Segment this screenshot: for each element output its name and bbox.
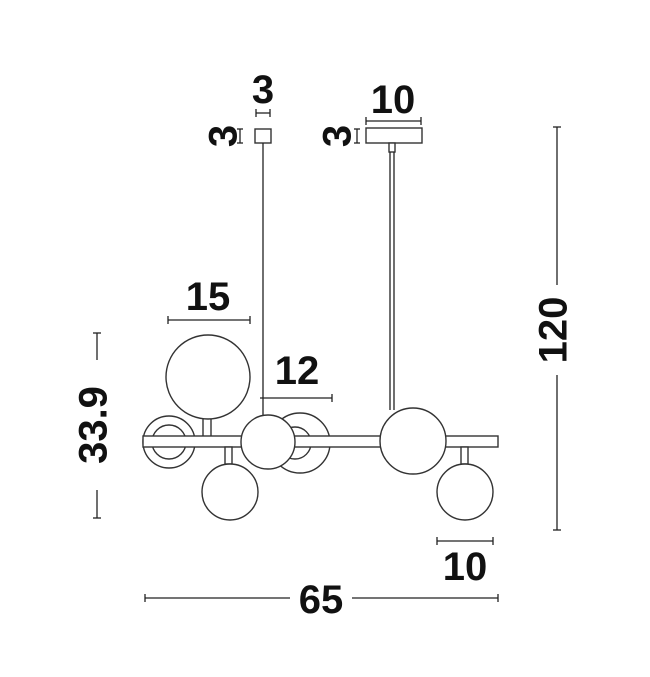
total-width-label: 65 (299, 578, 344, 622)
dimension-lines (93, 109, 561, 602)
large-globe-diameter-label: 15 (186, 275, 231, 319)
horizontal-bar (142, 435, 499, 448)
canopy-large-width-label: 10 (371, 78, 416, 122)
medium-globe-diameter-label: 12 (275, 349, 320, 393)
canopy-large-height-label: 3 (316, 125, 360, 147)
fixture (142, 334, 499, 521)
globe-large (165, 334, 251, 420)
globe-medium (240, 414, 296, 470)
total-height-label: 120 (532, 297, 576, 364)
globe-lower-left (201, 463, 259, 521)
globe-right (379, 407, 447, 475)
large-canopy (365, 127, 423, 410)
small-canopy (254, 128, 272, 415)
canopy-small-height-label: 3 (202, 125, 246, 147)
globe-lower-right (436, 463, 494, 521)
fixture-height-label: 33.9 (72, 386, 116, 464)
canopy-small-width-label: 3 (252, 68, 274, 112)
small-globe-diameter-label: 10 (443, 545, 488, 589)
